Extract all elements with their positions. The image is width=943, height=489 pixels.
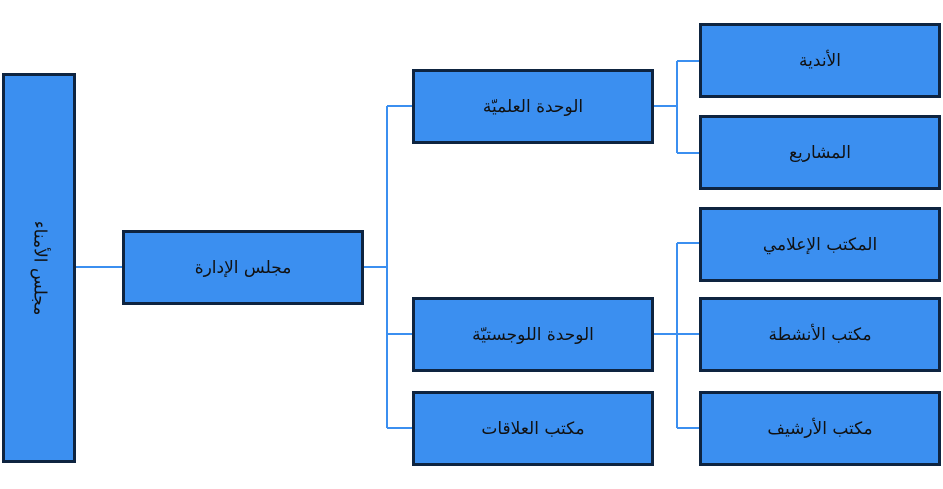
node-activities-office: مكتب الأنشطة <box>699 297 941 372</box>
node-relations-office: مكتب العلاقات <box>412 391 654 466</box>
node-label: الأندية <box>799 50 841 71</box>
node-board-of-trustees: مجلس الأمناء <box>2 73 76 463</box>
node-label: الوحدة العلميّة <box>482 96 584 117</box>
node-board-of-directors: مجلس الإدارة <box>122 230 364 305</box>
node-archive-office: مكتب الأرشيف <box>699 391 941 466</box>
node-label: مكتب الأنشطة <box>768 324 872 345</box>
node-media-office: المكتب الإعلامي <box>699 207 941 282</box>
node-clubs: الأندية <box>699 23 941 98</box>
node-label: مكتب الأرشيف <box>767 418 873 439</box>
node-label: المشاريع <box>788 142 852 163</box>
node-projects: المشاريع <box>699 115 941 190</box>
node-label: المكتب الإعلامي <box>762 234 878 255</box>
node-label: مكتب العلاقات <box>481 418 585 439</box>
node-label: مجلس الأمناء <box>29 220 49 316</box>
node-scientific-unit: الوحدة العلميّة <box>412 69 654 144</box>
node-label: الوحدة اللوجستيّة <box>472 324 594 345</box>
node-label: مجلس الإدارة <box>194 257 292 278</box>
node-logistics-unit: الوحدة اللوجستيّة <box>412 297 654 372</box>
